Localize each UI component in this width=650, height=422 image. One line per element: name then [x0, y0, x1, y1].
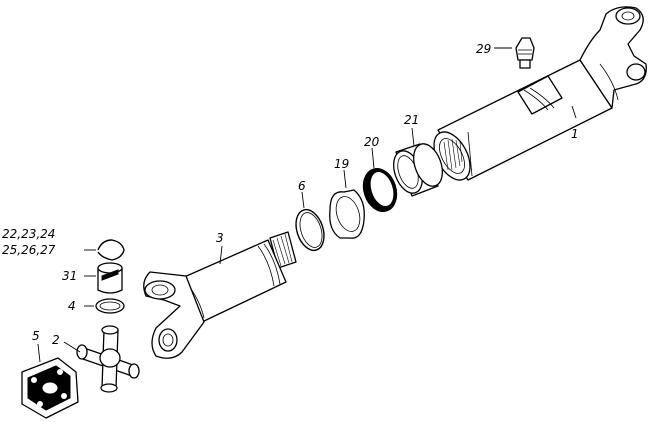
- callout-29: 29: [476, 42, 491, 56]
- part-29-grease-fitting: [494, 37, 535, 69]
- callout-5: 5: [32, 329, 40, 343]
- callout-6: 6: [298, 179, 306, 193]
- callout-22-23-24: 22,23,24: [2, 227, 55, 241]
- part-3-slip-shaft: [143, 231, 297, 359]
- callout-31: 31: [62, 269, 77, 283]
- callout-20: 20: [364, 135, 380, 149]
- part-5-flange-yoke: [21, 343, 79, 419]
- part-4-seal: [84, 298, 125, 314]
- part-31-bearing-cap: [84, 262, 123, 294]
- callout-3: 3: [216, 231, 224, 245]
- part-2-u-joint-cross: [63, 325, 140, 393]
- part-20-seal-ring: [362, 147, 398, 212]
- part-22-27-circlip: [84, 239, 125, 261]
- callout-2: 2: [52, 333, 60, 347]
- part-19-ring: [329, 169, 365, 239]
- part-21-bearing-cup: [393, 127, 443, 197]
- callout-25-26-27: 25,26,27: [2, 243, 56, 257]
- part-6-snap-ring: [295, 191, 325, 252]
- callout-21: 21: [404, 113, 419, 127]
- callout-1: 1: [571, 127, 579, 141]
- part-1-main-tube: [433, 6, 647, 181]
- callout-19: 19: [334, 157, 349, 171]
- callout-4: 4: [68, 299, 76, 313]
